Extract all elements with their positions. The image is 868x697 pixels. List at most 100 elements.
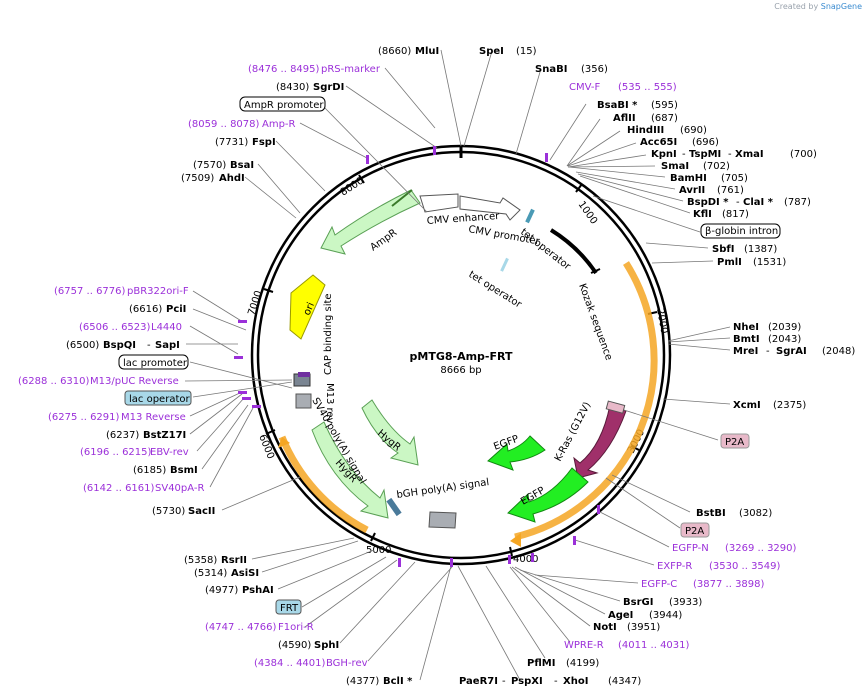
label-kras: K-Ras (G12V) <box>553 400 593 463</box>
tick-label-6000: 6000 <box>256 433 276 461</box>
primer-range-exfp-r: (3530 .. 3549) <box>709 561 781 572</box>
site-sphi: SphI <box>314 640 339 651</box>
site-pos-xcmi: (2375) <box>773 400 806 411</box>
site-xcmi: XcmI <box>733 400 761 411</box>
site-bspqi: BspQI <box>103 340 136 351</box>
box-p2a-2 <box>680 522 710 538</box>
site-pos-pcii: (6616) <box>129 304 162 315</box>
bgh-polya-box <box>428 511 457 529</box>
site-hindiii: HindIII <box>627 125 664 136</box>
hygr-arrow-2 <box>311 421 389 519</box>
leader-sbfi <box>645 242 709 249</box>
label-tet-operator-2: tet operator <box>466 269 524 311</box>
primer-tick-egfpc <box>531 553 534 562</box>
plasmid-name: pMTG8-Amp-FRT <box>410 350 513 363</box>
orange-arc-left <box>278 435 369 534</box>
leader-aflii <box>566 118 601 167</box>
leader-bsai <box>257 163 301 214</box>
primer-amp-r: Amp-R <box>262 119 296 130</box>
leader-beta-globin <box>592 195 701 233</box>
leader-bsmi <box>201 404 249 470</box>
primer-range-ebv-rev: (6196 .. 6215) <box>80 447 152 458</box>
site-bsabi: BsaBI * <box>597 100 638 111</box>
leader-p2a-1 <box>623 409 719 441</box>
site-pos-acc65i: (696) <box>692 137 719 148</box>
primer-egfp-c: EGFP-C <box>641 579 677 590</box>
site-clai: ClaI * <box>743 197 774 208</box>
leader-sacii <box>221 476 301 511</box>
site-rsrii: RsrII <box>221 555 247 566</box>
label-kozak: Kozak sequence <box>576 282 614 362</box>
tick-mark-6000 <box>265 429 276 435</box>
tet-operator-2 <box>500 257 509 272</box>
primer-tick-ebv <box>242 397 251 400</box>
leader-xcmi <box>662 398 731 405</box>
leader-lac-promoter <box>189 361 293 389</box>
site-pos-bspqi: (6500) <box>66 340 99 351</box>
label-cap-binding: CAP binding site <box>323 293 334 375</box>
leader-bgh-rev <box>367 566 453 662</box>
box-p2a-2-label: P2A <box>685 526 704 537</box>
site-avrii: AvrII <box>679 185 705 196</box>
leader-noti <box>511 566 591 627</box>
primer-exfp-r: EXFP-R <box>657 561 692 572</box>
site-acc65i: Acc65I <box>640 137 677 148</box>
site-pos-smai: (702) <box>703 161 730 172</box>
site-pos-bcli: (4377) <box>346 676 379 687</box>
leader-f1ori <box>304 559 398 628</box>
leader-asisi <box>261 540 359 573</box>
primer-cmv-f: CMV-F <box>569 82 600 93</box>
leader-sgrdi <box>345 85 438 149</box>
primer-range-sv40pa-r: (6142 .. 6161) <box>83 483 155 494</box>
primer-m13-puc: M13/pUC Reverse <box>90 376 179 387</box>
primer-pbr322ori-f: pBR322ori-F <box>127 286 189 297</box>
sv40-polya-box <box>386 497 402 517</box>
tick-label-4000: 4000 <box>513 554 538 565</box>
site-pos-pmli: (1531) <box>753 257 786 268</box>
primer-range-egfp-n: (3269 .. 3290) <box>725 543 797 554</box>
site-pos-bmti: (2043) <box>768 334 801 345</box>
leader-nhei <box>667 326 731 342</box>
tick-mark-5000 <box>370 532 376 542</box>
leader-pflmi <box>485 565 546 659</box>
site-agei: AgeI <box>608 610 633 621</box>
site-smai: SmaI <box>661 161 689 172</box>
site-pos-bamhi: (705) <box>721 173 748 184</box>
leader-bmti <box>667 337 731 343</box>
site-mrei-sep: - <box>766 346 770 357</box>
site-bspdi-sep: - <box>736 197 740 208</box>
leader-l4440 <box>189 325 239 355</box>
site-bspqi-sep: - <box>147 340 151 351</box>
label-cmv-enhancer: CMV enhancer <box>426 211 500 227</box>
site-bmti: BmtI <box>733 334 760 345</box>
site-xhoi-sep2: - <box>554 676 558 687</box>
leader-mrei <box>667 343 731 351</box>
leader-hindiii <box>566 130 621 167</box>
leader-pshai <box>277 549 375 590</box>
primer-ticks <box>234 146 600 567</box>
leader-pcii <box>192 308 247 331</box>
primer-l4440: L4440 <box>151 322 182 333</box>
ampr-arrow <box>320 189 421 255</box>
primer-range-cmv-f: (535 .. 555) <box>618 82 677 93</box>
site-aflii: AflII <box>613 113 636 124</box>
tet-operator-1 <box>525 208 535 224</box>
site-pos-bsabi: (595) <box>651 100 678 111</box>
leader-pmli <box>651 260 714 264</box>
site-pflmi: PflMI <box>527 658 555 669</box>
primer-tick-l4440 <box>234 356 243 359</box>
leader-kfli <box>579 175 691 214</box>
primer-tick-cmvf <box>545 153 548 162</box>
site-pos-bsai: (7570) <box>193 160 226 171</box>
tick-label-5000: 5000 <box>366 545 391 556</box>
leader-m13-puc <box>184 379 293 382</box>
primer-range-amp-r: (8059 .. 8078) <box>188 119 260 130</box>
leader-agei <box>514 566 606 615</box>
site-kfli: KflI <box>693 209 712 220</box>
primer-sv40pa-r: SV40pA-R <box>155 483 204 494</box>
leader-snabi <box>515 71 541 155</box>
site-bamhi: BamHI <box>670 173 707 184</box>
primer-range-bgh-rev: (4384 .. 4401) <box>254 658 326 669</box>
box-p2a-1-label: P2A <box>725 437 744 448</box>
box-frt-label: FRT <box>280 603 299 614</box>
